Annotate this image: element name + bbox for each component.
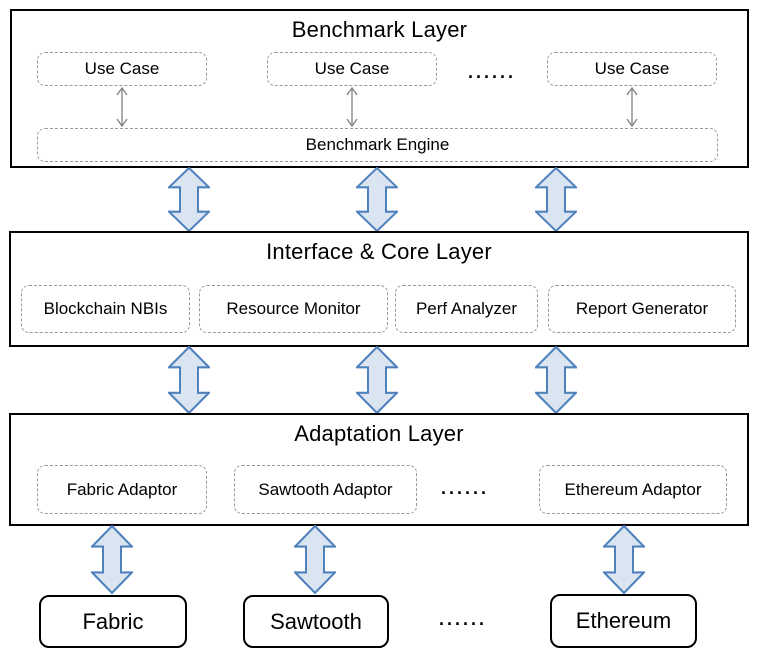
interface-core-layer-title: Interface & Core Layer (266, 239, 492, 264)
report-generator-box: Report Generator (548, 285, 736, 333)
double-arrow-icon (603, 525, 645, 594)
blockchain-nbis-box: Blockchain NBIs (21, 285, 190, 333)
adaptor-ellipsis: ...... (440, 478, 489, 498)
benchmark-layer-title: Benchmark Layer (291, 17, 468, 42)
sawtooth-adaptor-box: Sawtooth Adaptor (234, 465, 417, 514)
benchmark-engine-box: Benchmark Engine (37, 128, 718, 162)
adaptation-layer-box: Adaptation Layer Fabric Adaptor Sawtooth… (9, 413, 749, 526)
use-case-ellipsis: ...... (467, 62, 516, 82)
double-arrow-icon (168, 167, 210, 232)
double-arrow-icon (294, 525, 336, 594)
use-case-box-1: Use Case (37, 52, 207, 86)
interface-core-layer-box: Interface & Core Layer Blockchain NBIs R… (9, 231, 749, 347)
double-arrow-icon (356, 346, 398, 414)
benchmark-layer-box: Benchmark Layer Use Case Use Case ......… (10, 9, 749, 168)
sawtooth-box: Sawtooth (243, 595, 389, 648)
adaptation-layer-title: Adaptation Layer (294, 421, 464, 446)
use-case-box-2: Use Case (267, 52, 437, 86)
double-arrow-icon (168, 346, 210, 414)
double-arrow-icon (356, 167, 398, 232)
blockchain-ellipsis: ...... (438, 609, 487, 629)
resource-monitor-box: Resource Monitor (199, 285, 388, 333)
double-arrow-icon (91, 525, 133, 594)
use-case-box-3: Use Case (547, 52, 717, 86)
double-arrow-icon (535, 346, 577, 414)
ethereum-adaptor-box: Ethereum Adaptor (539, 465, 727, 514)
thin-double-arrow-icon (626, 86, 638, 128)
thin-double-arrow-icon (116, 86, 128, 128)
perf-analyzer-box: Perf Analyzer (395, 285, 538, 333)
fabric-box: Fabric (39, 595, 187, 648)
double-arrow-icon (535, 167, 577, 232)
ethereum-box: Ethereum (550, 594, 697, 648)
thin-double-arrow-icon (346, 86, 358, 128)
fabric-adaptor-box: Fabric Adaptor (37, 465, 207, 514)
